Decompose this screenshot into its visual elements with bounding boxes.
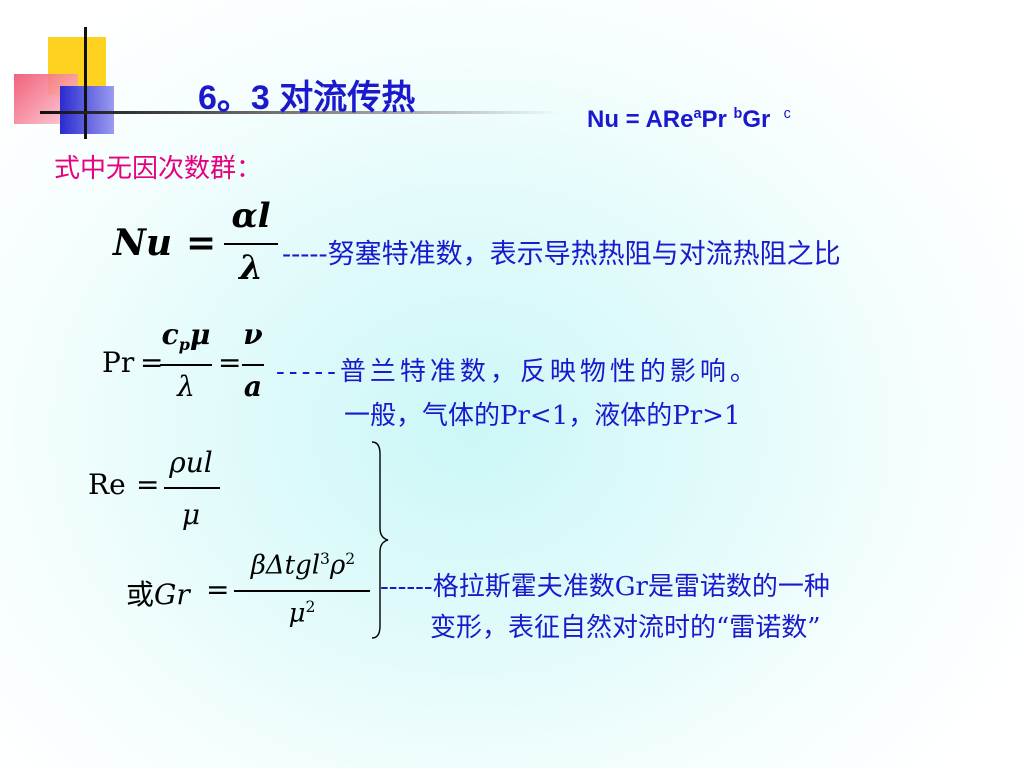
- pr-numerator-1: cpμ: [158, 318, 214, 354]
- slide-title: 6。3 对流传热: [198, 79, 416, 117]
- pr-equals-1: =: [140, 346, 164, 379]
- right-brace: [371, 441, 389, 639]
- formula-exp-b: b: [733, 106, 743, 122]
- re-equals: =: [136, 468, 160, 501]
- pr-numerator-2: ν: [243, 318, 263, 351]
- gr-num-p2: 2: [345, 550, 356, 568]
- re-numerator: ρul: [169, 446, 213, 479]
- pr-num-p: p: [178, 335, 190, 354]
- gr-denominator: μ2: [270, 598, 334, 629]
- general-formula: Nu = AReaPr bGr c: [587, 106, 791, 134]
- decor-horizontal-line: [40, 111, 560, 114]
- gr-lhs: Gr: [154, 578, 190, 611]
- pr-fraction-bar-1: [160, 364, 212, 366]
- formula-exp-a: a: [693, 106, 702, 122]
- re-denominator: μ: [181, 498, 201, 531]
- nu-fraction-bar: [224, 243, 278, 245]
- re-fraction-bar: [164, 487, 220, 489]
- gr-description-2: 变形，表征自然对流时的“雷诺数”: [430, 613, 821, 643]
- formula-exp-c: c: [783, 106, 791, 122]
- gr-num-rho: ρ: [329, 550, 346, 581]
- nu-equals: =: [186, 222, 217, 264]
- nu-description: -----努塞特准数，表示导热热阻与对流热阻之比: [282, 232, 841, 271]
- nu-denominator: λ: [239, 248, 263, 288]
- gr-or-text: 或: [126, 578, 155, 611]
- formula-lhs: Nu = ARe: [587, 106, 694, 133]
- pr-description: -----普兰特准数，反映物性的影响。: [276, 357, 760, 387]
- re-lhs: Re: [88, 468, 126, 501]
- gr-den-p2: 2: [305, 598, 316, 616]
- gr-description: ------格拉斯霍夫准数Gr是雷诺数的一种: [380, 572, 830, 602]
- formula-pr: Pr: [701, 106, 727, 133]
- pr-equals-2: =: [218, 346, 242, 379]
- nu-description-text: -----努塞特准数，表示导热热阻与对流热阻之比: [282, 239, 841, 270]
- pr-lhs: Pr: [102, 346, 135, 379]
- nu-numerator: αl: [231, 196, 271, 236]
- formula-gr: Gr: [742, 106, 771, 133]
- nu-lhs: Nu: [113, 222, 173, 264]
- gr-or: 或Gr: [126, 573, 190, 613]
- pr-denominator-1: λ: [177, 370, 195, 403]
- subtitle: 式中无因次数群：: [54, 154, 263, 184]
- pr-num-c: c: [161, 318, 179, 351]
- pr-denominator-2: a: [243, 370, 263, 403]
- gr-num-a: βΔtgl: [250, 550, 321, 581]
- gr-numerator: βΔtgl3ρ2: [232, 550, 374, 581]
- pr-fraction-bar-2: [242, 364, 264, 366]
- decor-vertical-line: [84, 27, 87, 139]
- gr-den-mu: μ: [288, 598, 306, 629]
- pr-description-2: 一般，气体的Pr<1，液体的Pr>1: [344, 401, 741, 431]
- gr-fraction-bar: [234, 590, 370, 592]
- gr-num-p3: 3: [320, 550, 330, 568]
- pr-num-mu: μ: [189, 318, 211, 351]
- gr-equals: =: [206, 573, 230, 606]
- decor-blue-square: [60, 86, 114, 134]
